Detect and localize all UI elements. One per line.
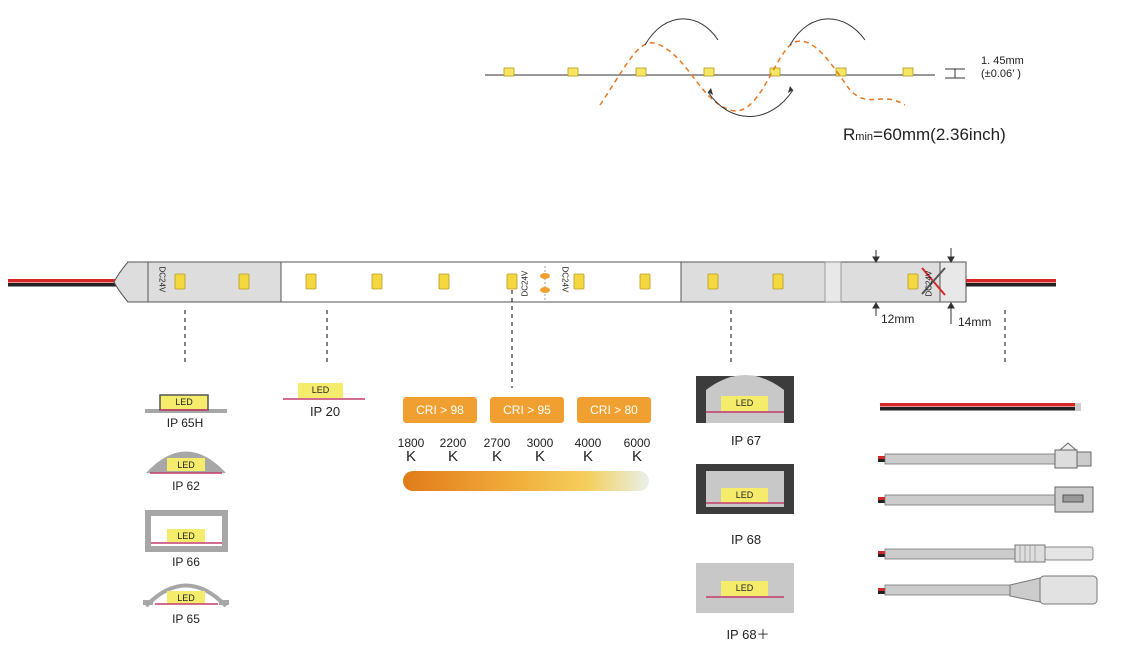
- led-label-ip67: LED: [735, 398, 754, 408]
- thickness-label: 1. 45mm (±0.06’ ): [981, 55, 1024, 81]
- led-label-ip20: LED: [311, 385, 330, 395]
- led-label-ip62: LED: [177, 460, 195, 470]
- led-label-ip68: LED: [735, 490, 754, 500]
- led-label-ip68plus: LED: [735, 583, 754, 593]
- width-label-12mm: 12mm: [881, 312, 915, 326]
- cri-option-95: CRI > 95: [490, 397, 564, 423]
- ip62-label: IP 62: [172, 479, 200, 493]
- led-label-ip65: LED: [177, 593, 195, 603]
- bend-radius-label: Rmin=60mm(2.36inch): [843, 125, 1006, 144]
- connector-options: [878, 403, 1098, 605]
- width-label-14mm: 14mm: [958, 315, 992, 329]
- ip20-label: IP 20: [309, 404, 341, 419]
- voltage-label-mid-left: DC24V: [520, 270, 530, 297]
- cri-option-98: CRI > 98: [403, 397, 477, 423]
- voltage-label-right: DC24V: [924, 270, 934, 297]
- ip67-label: IP 67: [730, 433, 762, 448]
- voltage-label-left: DC24V: [157, 266, 167, 293]
- ip65h-label: IP 65H: [166, 416, 204, 430]
- thickness-tolerance: (±0.06’ ): [981, 68, 1021, 80]
- led-label-ip66: LED: [177, 531, 195, 541]
- ip68plus-label: IP 68＋: [726, 627, 770, 642]
- ip68-label: IP 68: [730, 532, 762, 547]
- thickness-value: 1. 45mm: [981, 55, 1024, 67]
- cri-option-80: CRI > 80: [577, 397, 651, 423]
- ip66-label: IP 66: [172, 555, 200, 569]
- bend-radius-diagram: [485, 18, 965, 117]
- voltage-label-mid-right: DC24V: [560, 266, 570, 293]
- led-label-ip65h: LED: [175, 397, 193, 407]
- ip65-label: IP 65: [172, 612, 200, 626]
